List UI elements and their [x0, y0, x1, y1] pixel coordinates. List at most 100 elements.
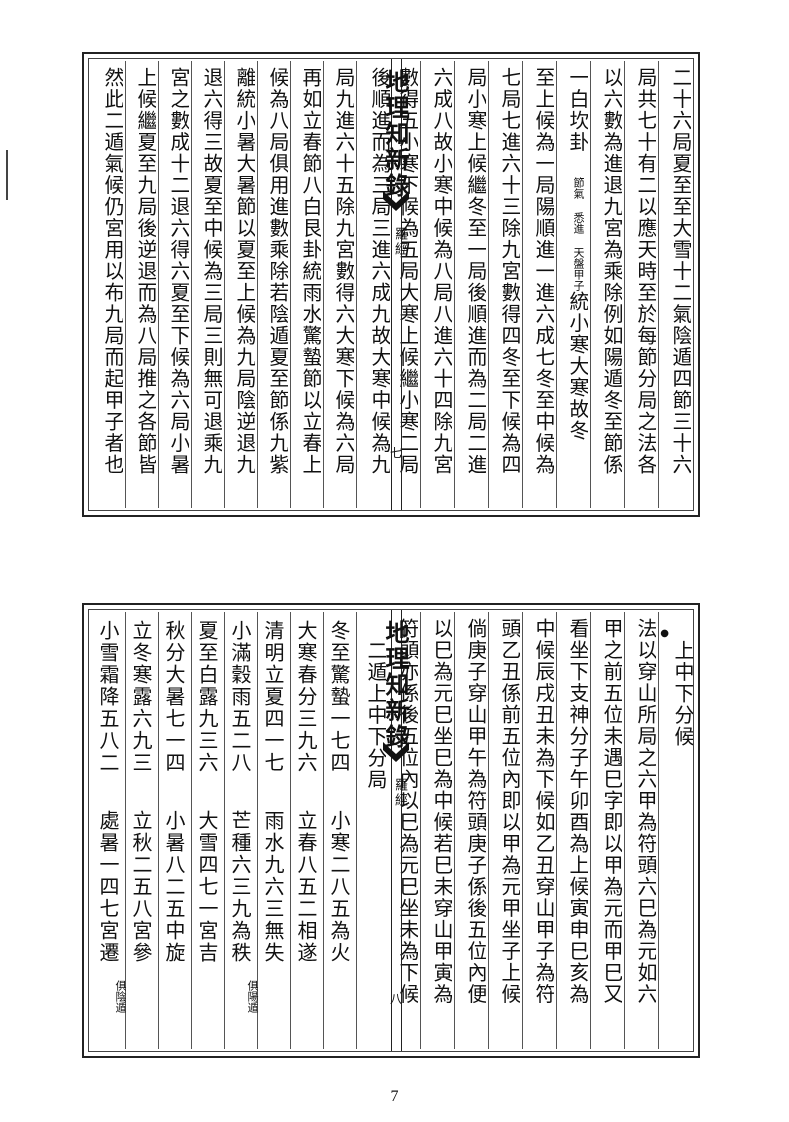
small-note: 節氣 悉進 天盤甲子 [572, 177, 585, 291]
table-cell-lower: 小寒二八五為火 [327, 810, 351, 964]
column-rule [556, 61, 557, 508]
text-column: 局共七十有二以應天時至於每節分局之法各 [636, 67, 656, 476]
table-cell-upper: 夏至白露九三六 [195, 620, 219, 774]
text-column: 法以穿山所局之六甲為符頭六巳為元如六 [636, 618, 656, 1005]
column-rule [522, 612, 523, 1049]
table-cell-upper: 秋分大暑七一四 [162, 620, 186, 774]
bottom-left-half: 二遁上中下分局 冬至驚蟄一七四 小寒二八五為火 大寒春分三九六 立春八五二相遂 … [89, 610, 390, 1051]
column-rule [323, 61, 324, 508]
text-column: 六成八故小寒中候為八局八進六十四除九宮 [432, 67, 452, 476]
bottom-page-spread: ● 上中下分候 法以穿山所局之六甲為符頭六巳為元如六 甲之前五位未遇巳字即以甲為… [82, 603, 700, 1058]
top-page-frame: 二十六局夏至至大雪十二氣陰遁四節三十六 局共七十有二以應天時至於每節分局之法各 … [88, 58, 694, 511]
fish-tail-icon [383, 742, 409, 762]
book-title: 地理知新錄 [381, 69, 410, 199]
book-title: 地理知新錄 [381, 620, 410, 750]
top-page-spread: 二十六局夏至至大雪十二氣陰遁四節三十六 局共七十有二以應天時至於每節分局之法各 … [82, 52, 700, 517]
column-rule [488, 61, 489, 508]
column-rule [257, 61, 258, 508]
table-cell-lower: 雨水九六三無失 [261, 810, 285, 964]
column-rule [454, 61, 455, 508]
center-gutter: 地理知新錄 羅經 七 [381, 59, 410, 510]
column-rule [624, 61, 625, 508]
column-rule [257, 612, 258, 1049]
column-rule [290, 61, 291, 508]
column-rule [191, 612, 192, 1049]
text-column: 甲之前五位未遇巳字即以甲為元而甲巳又 [602, 618, 622, 1005]
folio-number: 七 [390, 446, 403, 460]
column-rule [590, 612, 591, 1049]
column-rule [224, 61, 225, 508]
table-cell-upper: 清明立夏四一七 [261, 620, 285, 774]
text-column: 宮之數成十二退六得六夏至下候為六局小暑 [169, 67, 189, 476]
text-column: 至上候為一局陽順進一進六成七冬至中候為 [534, 67, 554, 476]
small-note-column: 節氣 悉進 天盤甲子統小寒大寒故冬 [568, 177, 588, 502]
table-title: 二遁上中下分局 [366, 640, 386, 791]
text-column: 再如立春節八白艮卦統雨水驚蟄節以立春上 [301, 67, 321, 476]
section-heading: 上中下分候 [673, 640, 693, 748]
top-left-half: 後順進而為三局三進六成九故大寒中候為九 局九進六十五除九宮數得六大寒下候為六局 … [89, 59, 390, 510]
column-rule [658, 612, 659, 1049]
table-cell-upper: 冬至驚蟄一七四 [327, 620, 351, 774]
column-rule [224, 612, 225, 1049]
text-column: 數得五小寒下候為五局大寒上候繼小寒二局 [398, 67, 418, 476]
center-gutter: 地理知新錄 羅經 八 [381, 610, 410, 1051]
text-column: 一白坎卦 [568, 67, 588, 153]
note-yang: 俱陽遁 [246, 980, 259, 1013]
bottom-page-frame: ● 上中下分候 法以穿山所局之六甲為符頭六巳為元如六 甲之前五位未遇巳字即以甲為… [88, 609, 694, 1052]
column-rule [420, 61, 421, 508]
text-column: 二十六局夏至至大雪十二氣陰遁四節三十六 [671, 67, 691, 476]
table-cell-lower: 小暑八二五中旋 [162, 810, 186, 964]
column-rule [191, 61, 192, 508]
column-rule [624, 612, 625, 1049]
column-rule [323, 612, 324, 1049]
text-column: 七局七進六十三除九宮數得四冬至下候為四 [500, 67, 520, 476]
table-cell-lower: 處暑一四七宮遷 [96, 810, 120, 964]
column-rule [158, 61, 159, 508]
note-yin: 俱陰遁 [114, 980, 127, 1013]
text-column: 然此二遁氣候仍宮用以布九局而起甲子者也 [103, 67, 123, 476]
column-rule [125, 61, 126, 508]
column-rule [590, 61, 591, 508]
text-column: 退六得三故夏至中候為三局三則無可退乘九 [202, 67, 222, 476]
table-cell-upper: 小滿穀雨五二八 [228, 620, 252, 774]
text-column: 以巳為元巳坐巳為中候若巳未穿山甲寅為 [432, 618, 452, 1005]
table-cell-lower: 立春八五二相遂 [294, 810, 318, 964]
chapter-label: 羅經 [392, 778, 407, 808]
text-column: 局九進六十五除九宮數得六大寒下候為六局 [334, 67, 354, 476]
column-rule [125, 612, 126, 1049]
text-column: 看坐下支神分子午卯酉為上候寅申巳亥為 [568, 618, 588, 1005]
column-rule [356, 61, 357, 508]
text-column: 以六數為進退九宮為乘除例如陽遁冬至節係 [602, 67, 622, 476]
page-number: 7 [390, 1088, 399, 1105]
chapter-label: 羅經 [392, 227, 407, 257]
text-column: 倘庚子穿山甲午為符頭庚子係後五位內便 [466, 618, 486, 1005]
column-rule [522, 61, 523, 508]
text-column: 頭乙丑係前五位內即以甲為元甲坐子上候 [500, 618, 520, 1005]
text-column: 候為八局俱用進數乘除若陰遁夏至節係九紫 [268, 67, 288, 476]
text-column: 後順進而為三局三進六成九故大寒中候為九 [370, 67, 390, 476]
column-rule [658, 61, 659, 508]
text-fragment: 統小寒大寒故冬 [568, 291, 588, 442]
table-cell-upper: 小雪霜降五八二 [96, 620, 120, 774]
top-right-half: 二十六局夏至至大雪十二氣陰遁四節三十六 局共七十有二以應天時至於每節分局之法各 … [384, 59, 693, 510]
text-column: 離統小暑大暑節以夏至上候為九局陰逆退九 [235, 67, 255, 476]
column-rule [356, 612, 357, 1049]
column-rule [158, 612, 159, 1049]
column-rule [454, 612, 455, 1049]
column-rule [290, 612, 291, 1049]
column-rule [420, 612, 421, 1049]
fish-tail-icon [383, 191, 409, 211]
page-edge-mark [6, 150, 12, 200]
column-rule [488, 612, 489, 1049]
bottom-right-half: ● 上中下分候 法以穿山所局之六甲為符頭六巳為元如六 甲之前五位未遇巳字即以甲為… [384, 610, 693, 1051]
column-rule [556, 612, 557, 1049]
table-cell-lower: 大雪四七一宮吉 [195, 810, 219, 964]
text-column: 符頭亦係後五位內以巳為元巳坐未為下候 [398, 618, 418, 1005]
table-cell-upper: 大寒春分三九六 [294, 620, 318, 774]
text-column: 上候繼夏至九局後逆退而為八局推之各節皆 [136, 67, 156, 476]
table-cell-lower: 立秋二五八宮參 [129, 810, 153, 964]
table-cell-upper: 立冬寒露六九三 [129, 620, 153, 774]
text-column: 中候辰戌丑未為下候如乙丑穿山甲子為符 [534, 618, 554, 1005]
folio-number: 八 [390, 992, 403, 1006]
bullet-icon: ● [660, 628, 669, 639]
